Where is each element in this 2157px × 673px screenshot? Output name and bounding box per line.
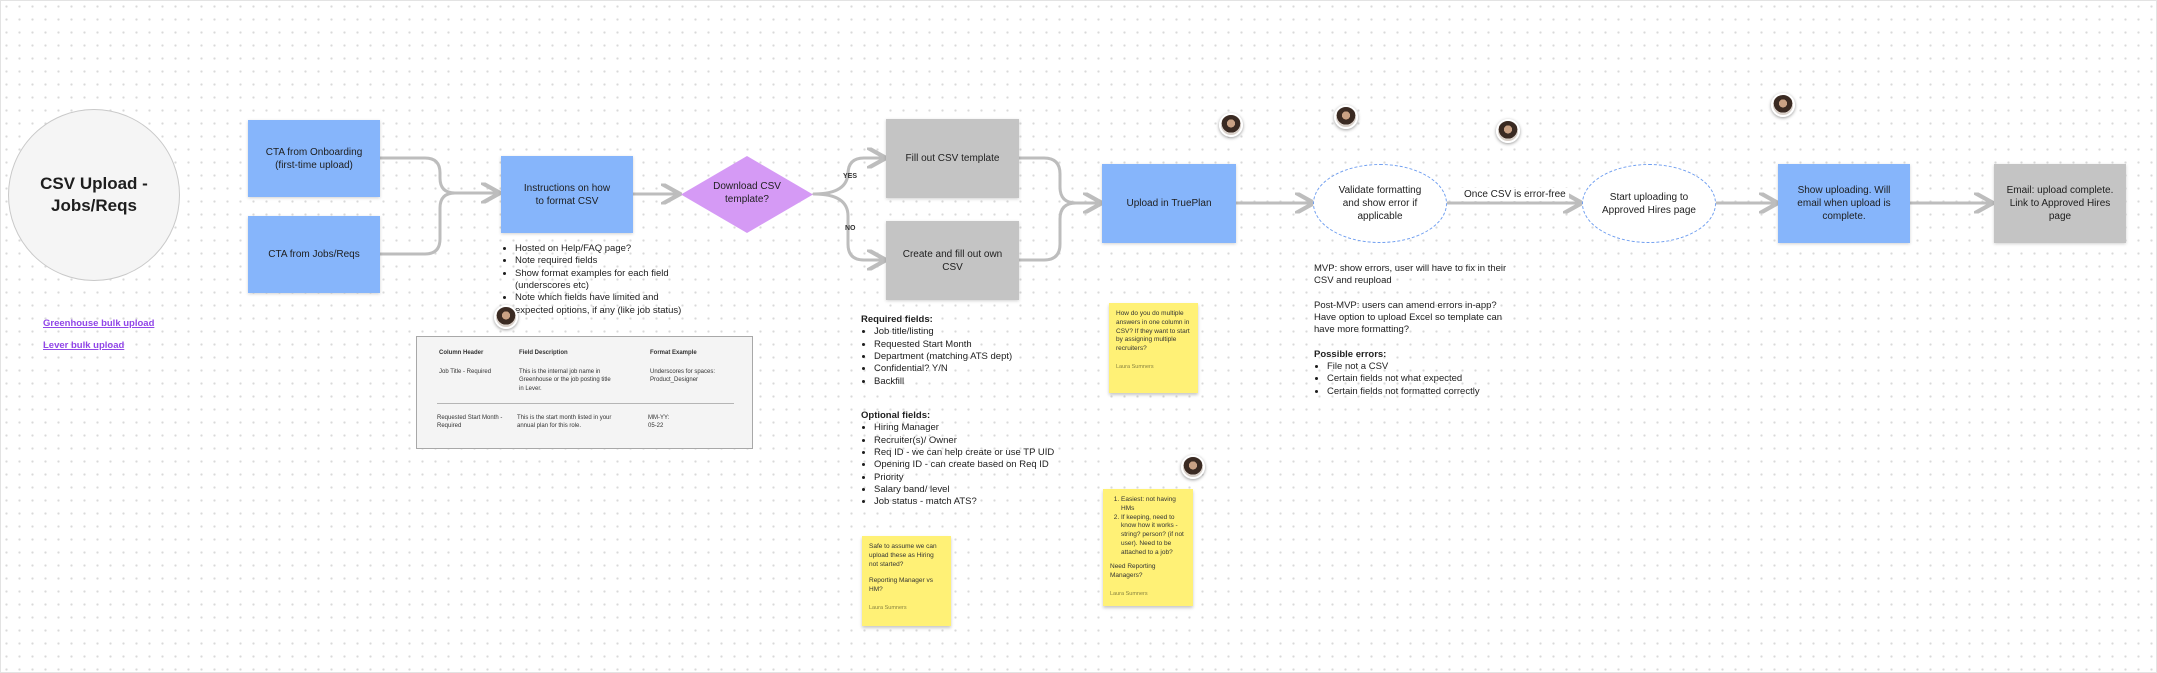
optional-field-item: Recruiter(s)/ Owner [874, 435, 1071, 447]
decision-label: Download CSV template? [713, 181, 781, 205]
node-create-own[interactable]: Create and fill out own CSV [886, 221, 1019, 300]
table-cell: Underscores for spaces: Product_Designer [650, 369, 716, 384]
table-header: Column Header [439, 350, 484, 356]
optional-fields-heading: Optional fields: [861, 410, 931, 421]
table-cell: This is the start month listed in your a… [517, 415, 612, 430]
node-cta-onboarding[interactable]: CTA from Onboarding (first-time upload) [248, 120, 380, 197]
greenhouse-link[interactable]: Greenhouse bulk upload [43, 318, 155, 329]
instruction-note: Show format examples for each field (und… [515, 268, 692, 293]
table-divider [437, 403, 734, 404]
possible-errors-heading: Possible errors: [1314, 348, 1387, 360]
sticky-text: Safe to assume we can upload these as Hi… [869, 543, 937, 568]
avatar[interactable] [1219, 113, 1243, 137]
sticky-text: How do you do multiple answers in one co… [1116, 310, 1190, 353]
optional-fields-notes: Optional fields: Hiring Manager Recruite… [861, 410, 1071, 509]
instruction-notes: Hosted on Help/FAQ page? Note required f… [502, 243, 692, 317]
sticky-note[interactable]: How do you do multiple answers in one co… [1109, 303, 1198, 393]
lever-link[interactable]: Lever bulk upload [43, 340, 125, 351]
edge-onboarding-to-instructions [378, 156, 498, 193]
instruction-note: Note required fields [515, 255, 692, 267]
instruction-note: Note which fields have limited and expec… [515, 292, 692, 317]
page-title: CSV Upload - Jobs/Reqs [8, 109, 180, 281]
node-cta-jobs[interactable]: CTA from Jobs/Reqs [248, 216, 380, 293]
node-decision[interactable]: Download CSV template? [680, 155, 814, 234]
required-fields-heading: Required fields: [861, 314, 933, 325]
edge-template-to-upload [1017, 156, 1100, 203]
avatar[interactable] [1771, 93, 1795, 117]
sticky-author: Laura Sumners [1116, 363, 1154, 370]
edge-own-to-upload [1017, 201, 1078, 262]
optional-field-item: Priority [874, 472, 1071, 484]
post-mvp-note: Post-MVP: users can amend errors in-app?… [1314, 299, 1503, 336]
required-field-item: Confidential? Y/N [874, 363, 1061, 375]
required-field-item: Backfill [874, 376, 1061, 388]
required-field-item: Department (matching ATS dept) [874, 351, 1061, 363]
optional-field-item: Req ID - we can help create or use TP UI… [874, 447, 1071, 459]
node-show-uploading[interactable]: Show uploading. Will email when upload i… [1778, 164, 1910, 243]
mvp-note: MVP: show errors, user will have to fix … [1314, 263, 1507, 287]
optional-field-item: Opening ID - can create based on Req ID [874, 459, 1071, 471]
possible-error-item: File not a CSV [1327, 361, 1514, 373]
table-cell: Requested Start Month - Required [437, 415, 503, 430]
required-field-item: Requested Start Month [874, 339, 1061, 351]
node-email[interactable]: Email: upload complete. Link to Approved… [1994, 164, 2126, 243]
sticky-text: Need Reporting Managers? [1110, 563, 1156, 580]
table-cell: This is the internal job name in Greenho… [519, 369, 611, 392]
sticky-note[interactable]: Safe to assume we can upload these as Hi… [862, 536, 951, 626]
sticky-text: Reporting Manager vs HM? [869, 577, 933, 594]
node-instructions[interactable]: Instructions on how to format CSV [501, 156, 633, 233]
node-upload[interactable]: Upload in TruePlan [1102, 164, 1236, 243]
table-header: Field Description [519, 350, 568, 356]
avatar[interactable] [1181, 455, 1205, 479]
decision-diamond-shape [681, 156, 813, 233]
node-validate[interactable]: Validate formatting and show error if ap… [1313, 164, 1447, 243]
node-start-uploading[interactable]: Start uploading to Approved Hires page [1582, 164, 1716, 243]
table-cell: Job Title - Required [439, 369, 492, 375]
possible-error-item: Certain fields not what expected [1327, 373, 1514, 385]
sticky-list-item: If keeping, need to know how it works - … [1121, 514, 1186, 558]
node-fill-template[interactable]: Fill out CSV template [886, 119, 1019, 198]
avatar[interactable] [494, 305, 518, 329]
edge-label-no: NO [845, 225, 856, 232]
table-cell: MM-YY: 05-22 [648, 415, 670, 430]
sticky-author: Laura Sumners [1110, 590, 1148, 597]
edge-jobs-to-instructions [378, 191, 500, 256]
required-field-item: Job title/listing [874, 326, 1061, 338]
edge-decision-no [812, 192, 884, 260]
optional-field-item: Salary band/ level [874, 484, 1071, 496]
mvp-notes: MVP: show errors, user will have to fix … [1314, 263, 1514, 398]
avatar[interactable] [1334, 105, 1358, 129]
edge-label-error-free: Once CSV is error-free [1461, 188, 1569, 201]
optional-field-item: Hiring Manager [874, 422, 1071, 434]
edge-label-yes: YES [843, 173, 858, 180]
avatar[interactable] [1496, 119, 1520, 143]
optional-field-item: Job status - match ATS? [874, 496, 1071, 508]
table-header: Format Example [650, 350, 697, 356]
required-fields-notes: Required fields: Job title/listing Reque… [861, 314, 1061, 388]
possible-error-item: Certain fields not formatted correctly [1327, 386, 1514, 398]
sticky-note[interactable]: Easiest: not having HMs If keeping, need… [1103, 489, 1193, 606]
sticky-author: Laura Sumners [869, 604, 907, 611]
csv-format-table: Column Header Field Description Format E… [416, 336, 753, 449]
sticky-list-item: Easiest: not having HMs [1121, 496, 1186, 514]
edge-decision-yes [812, 158, 884, 196]
instruction-note: Hosted on Help/FAQ page? [515, 243, 692, 255]
